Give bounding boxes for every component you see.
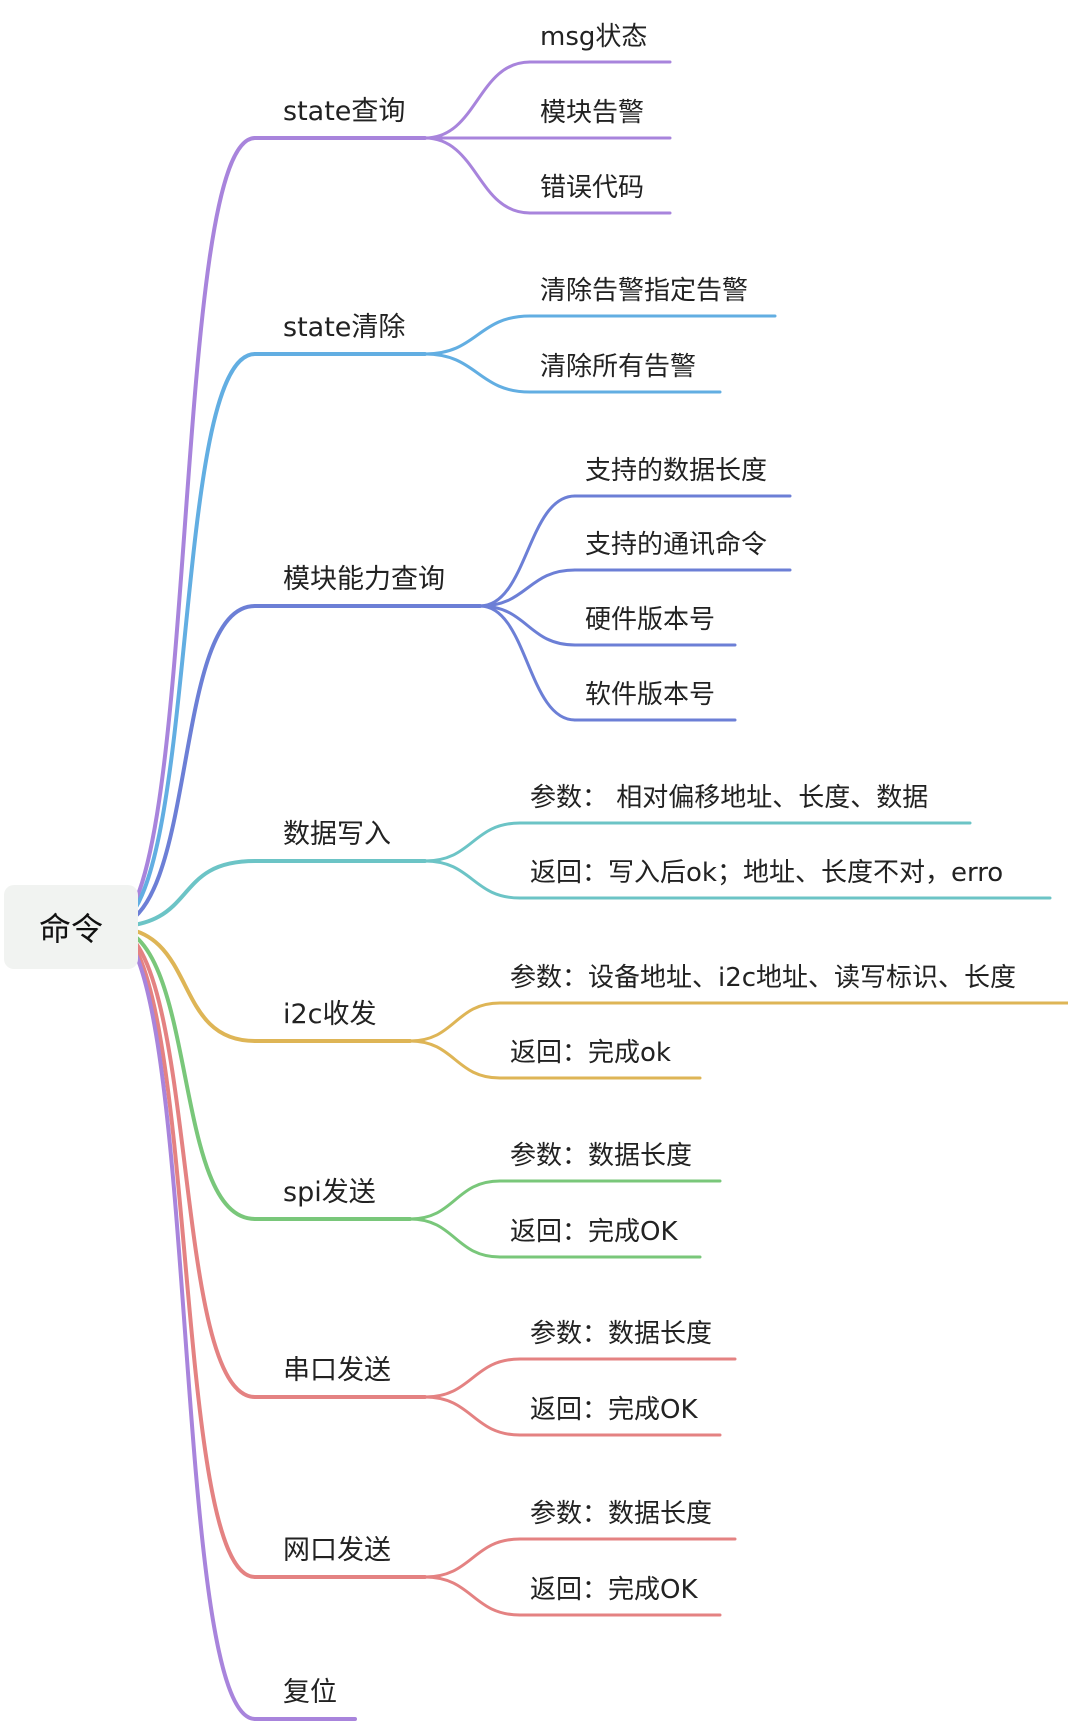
branch-label[interactable]: i2c收发 (283, 999, 377, 1030)
child-connector (423, 1357, 522, 1399)
leaf-label[interactable]: 参数：数据长度 (510, 1141, 693, 1171)
branch-connector (108, 925, 257, 1221)
branch-label[interactable]: state清除 (283, 312, 406, 343)
leaf-label[interactable]: 硬件版本号 (585, 605, 716, 635)
branch-label[interactable]: 串口发送 (283, 1355, 391, 1386)
branch-label[interactable]: 网口发送 (283, 1535, 391, 1566)
branch-connector (108, 925, 257, 1043)
branch-connector (108, 925, 257, 1721)
branch-connector (108, 604, 257, 929)
leaf-label[interactable]: 返回：完成OK (530, 1575, 698, 1605)
leaf-label[interactable]: 模块告警 (540, 98, 645, 128)
leaf-label[interactable]: 参数：设备地址、i2c地址、读写标识、长度 (510, 963, 1017, 993)
leaf-label[interactable]: 参数：数据长度 (530, 1319, 713, 1349)
branch-connector (108, 352, 257, 929)
leaf-label[interactable]: 返回：完成ok (510, 1038, 671, 1068)
leaf-label[interactable]: 清除告警指定告警 (540, 276, 749, 306)
child-connector (423, 1395, 522, 1437)
leaf-label[interactable]: 支持的通讯命令 (585, 530, 768, 560)
child-connector (423, 1575, 522, 1617)
child-connector (423, 352, 532, 394)
leaf-label[interactable]: 软件版本号 (585, 680, 716, 710)
child-connector (408, 1001, 502, 1043)
branch-label[interactable]: spi发送 (283, 1177, 376, 1208)
child-connector (423, 314, 532, 356)
branch-label[interactable]: 模块能力查询 (283, 564, 445, 595)
leaf-label[interactable]: msg状态 (540, 22, 648, 52)
child-connector (423, 60, 532, 140)
leaf-label[interactable]: 清除所有告警 (540, 352, 697, 382)
child-connector (423, 859, 522, 900)
leaf-label[interactable]: 支持的数据长度 (585, 456, 768, 486)
leaf-label[interactable]: 错误代码 (540, 173, 645, 203)
child-connector (478, 568, 577, 608)
branch-connector (108, 925, 257, 1399)
child-connector (423, 1537, 522, 1579)
branch-connector (108, 136, 257, 929)
child-connector (478, 494, 577, 608)
branch-label[interactable]: 数据写入 (283, 819, 391, 850)
leaf-label[interactable]: 参数：数据长度 (530, 1499, 713, 1529)
branch-label[interactable]: 复位 (283, 1677, 337, 1708)
branch-label[interactable]: state查询 (283, 96, 406, 127)
branch-connector (108, 859, 257, 929)
child-connector (408, 1179, 502, 1221)
child-connector (478, 604, 577, 647)
child-connector (423, 136, 532, 215)
leaf-label[interactable]: 参数： 相对偏移地址、长度、数据 (530, 783, 929, 813)
child-connector (478, 604, 577, 722)
leaf-label[interactable]: 返回：完成OK (510, 1217, 678, 1247)
leaf-label[interactable]: 返回：写入后ok；地址、长度不对，erro (530, 858, 1004, 888)
branch-connector (108, 925, 257, 1579)
root-node[interactable]: 命令 (4, 885, 138, 969)
leaf-label[interactable]: 返回：完成OK (530, 1395, 698, 1425)
child-connector (408, 1217, 502, 1259)
root-label: 命令 (38, 910, 103, 948)
child-connector (408, 1039, 502, 1080)
child-connector (423, 821, 522, 863)
